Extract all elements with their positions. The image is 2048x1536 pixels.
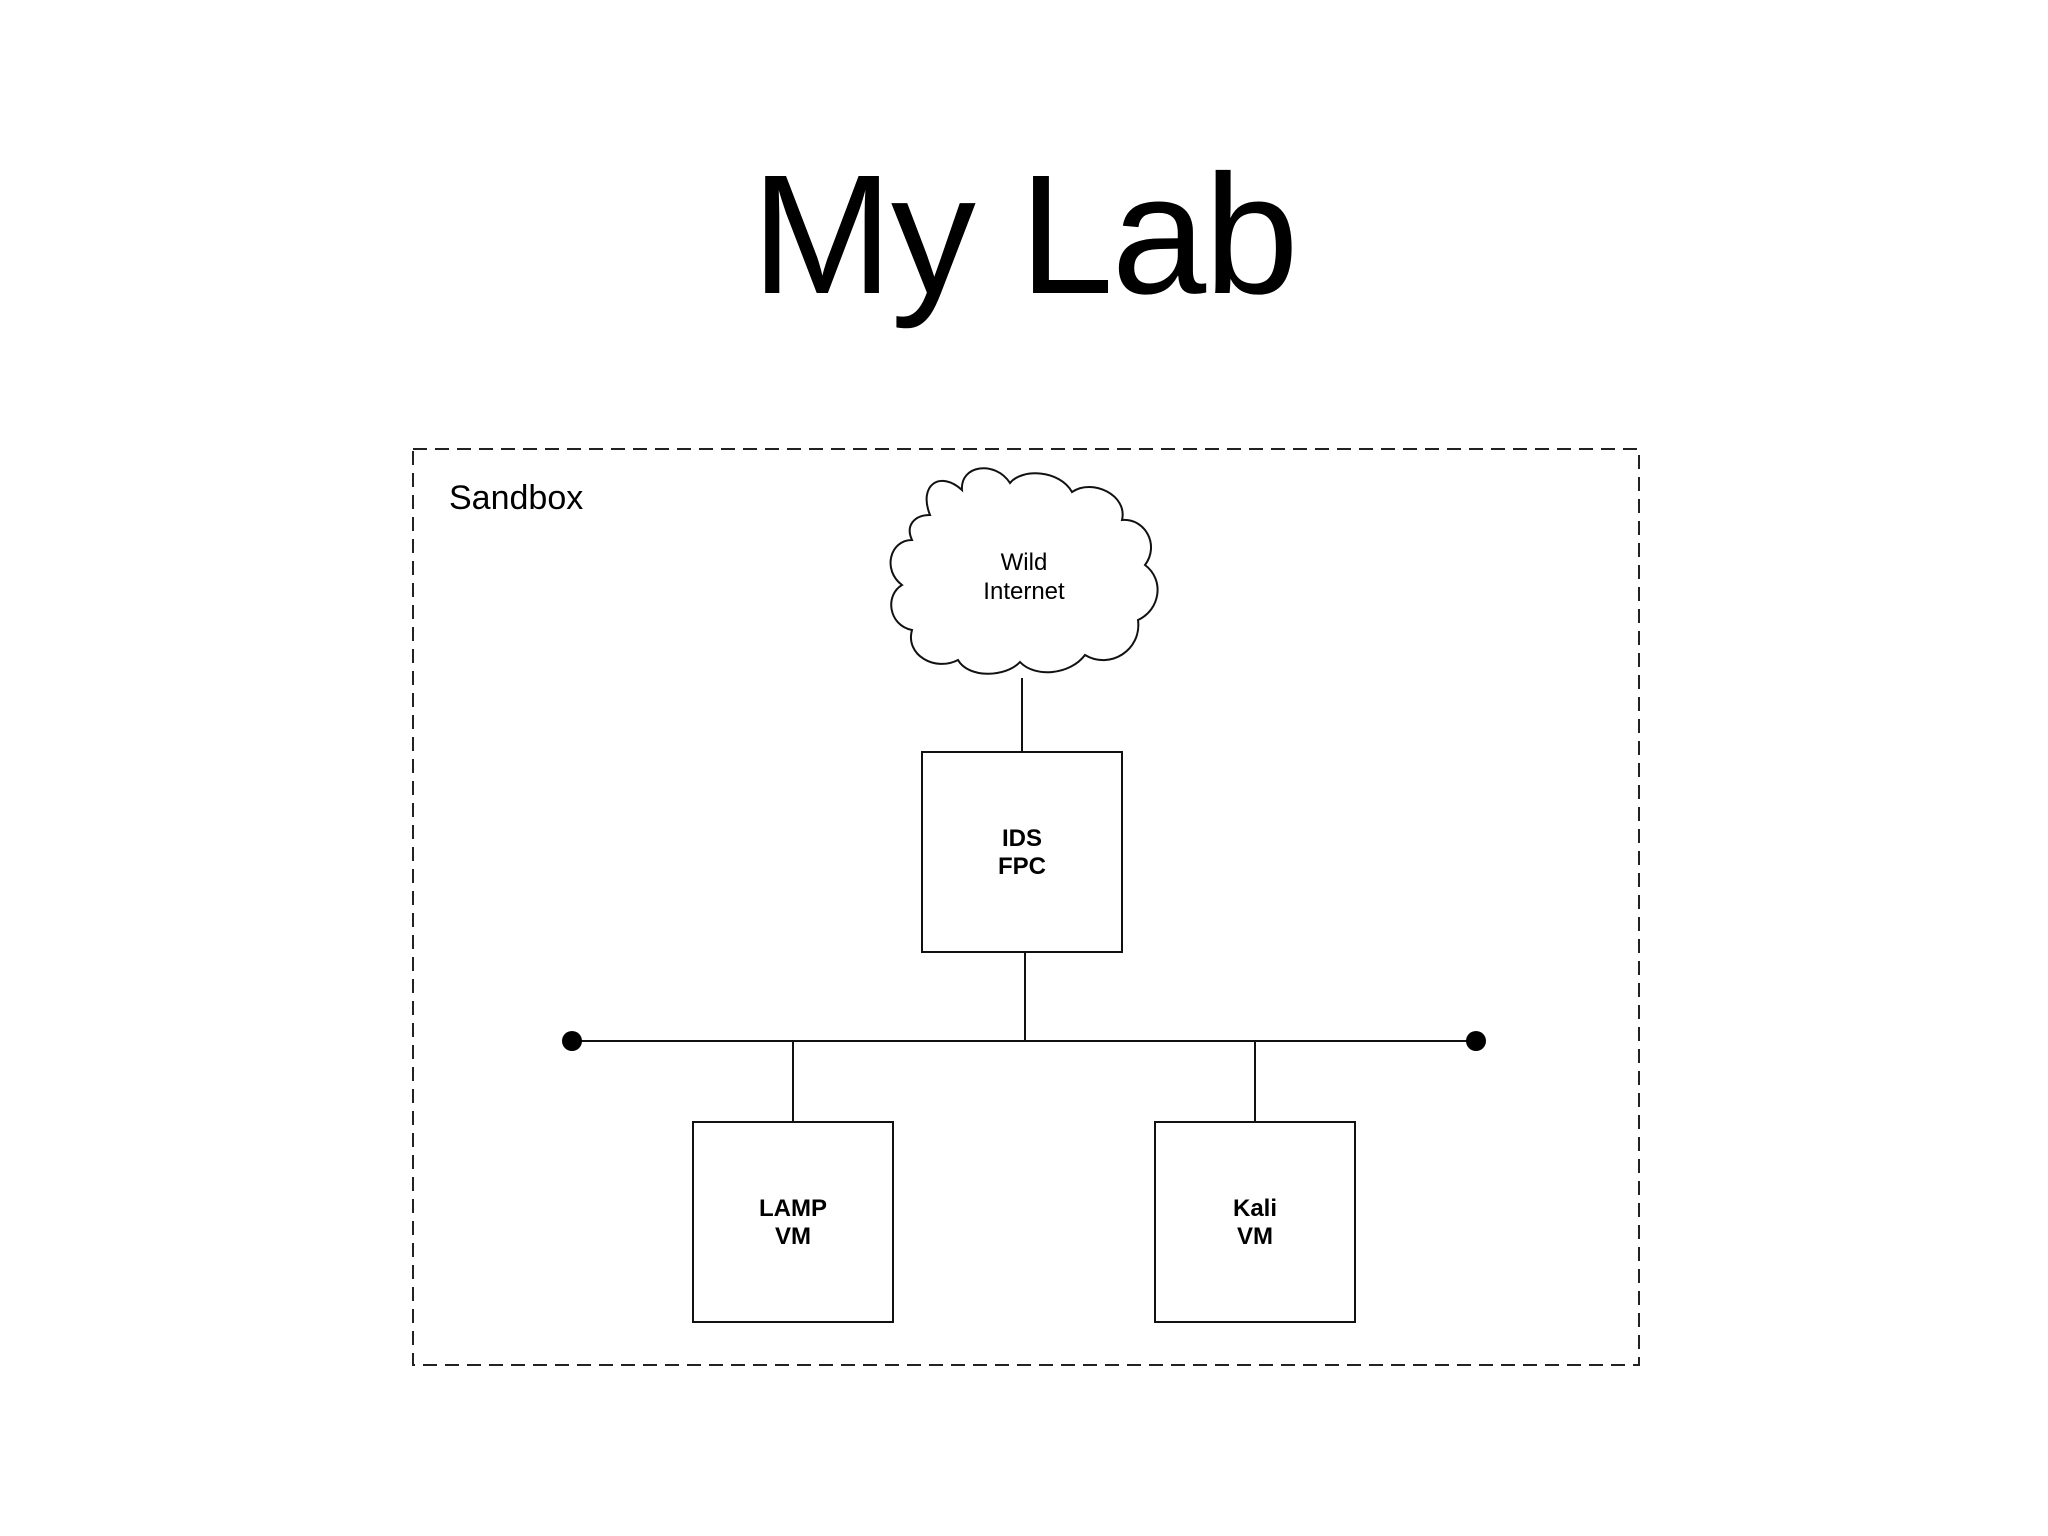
sandbox-label: Sandbox	[449, 479, 583, 517]
lamp-vm-node: LAMP VM	[692, 1121, 894, 1323]
slide-title: My Lab	[751, 140, 1298, 330]
ids-fpc-box	[921, 751, 1123, 953]
ids-fpc-label-line2: FPC	[998, 853, 1046, 880]
internet-cloud: Wild Internet	[889, 467, 1159, 675]
kali-vm-label-line1: Kali	[1233, 1195, 1277, 1222]
kali-vm-box	[1154, 1121, 1356, 1323]
ids-fpc-node: IDS FPC	[921, 751, 1123, 953]
cloud-label-line1: Wild	[1001, 549, 1048, 576]
ids-fpc-label-line1: IDS	[1002, 825, 1042, 852]
lamp-vm-label-line2: VM	[775, 1223, 811, 1250]
cloud-shape	[889, 467, 1159, 675]
lamp-vm-box	[692, 1121, 894, 1323]
sandbox-boundary	[412, 448, 1640, 1366]
cloud-label-line2: Internet	[983, 578, 1065, 605]
lamp-vm-label-line1: LAMP	[759, 1195, 827, 1222]
kali-vm-node: Kali VM	[1154, 1121, 1356, 1323]
bus-endpoint-right	[1466, 1031, 1486, 1051]
bus-endpoint-left	[562, 1031, 582, 1051]
kali-vm-label-line2: VM	[1237, 1223, 1273, 1250]
